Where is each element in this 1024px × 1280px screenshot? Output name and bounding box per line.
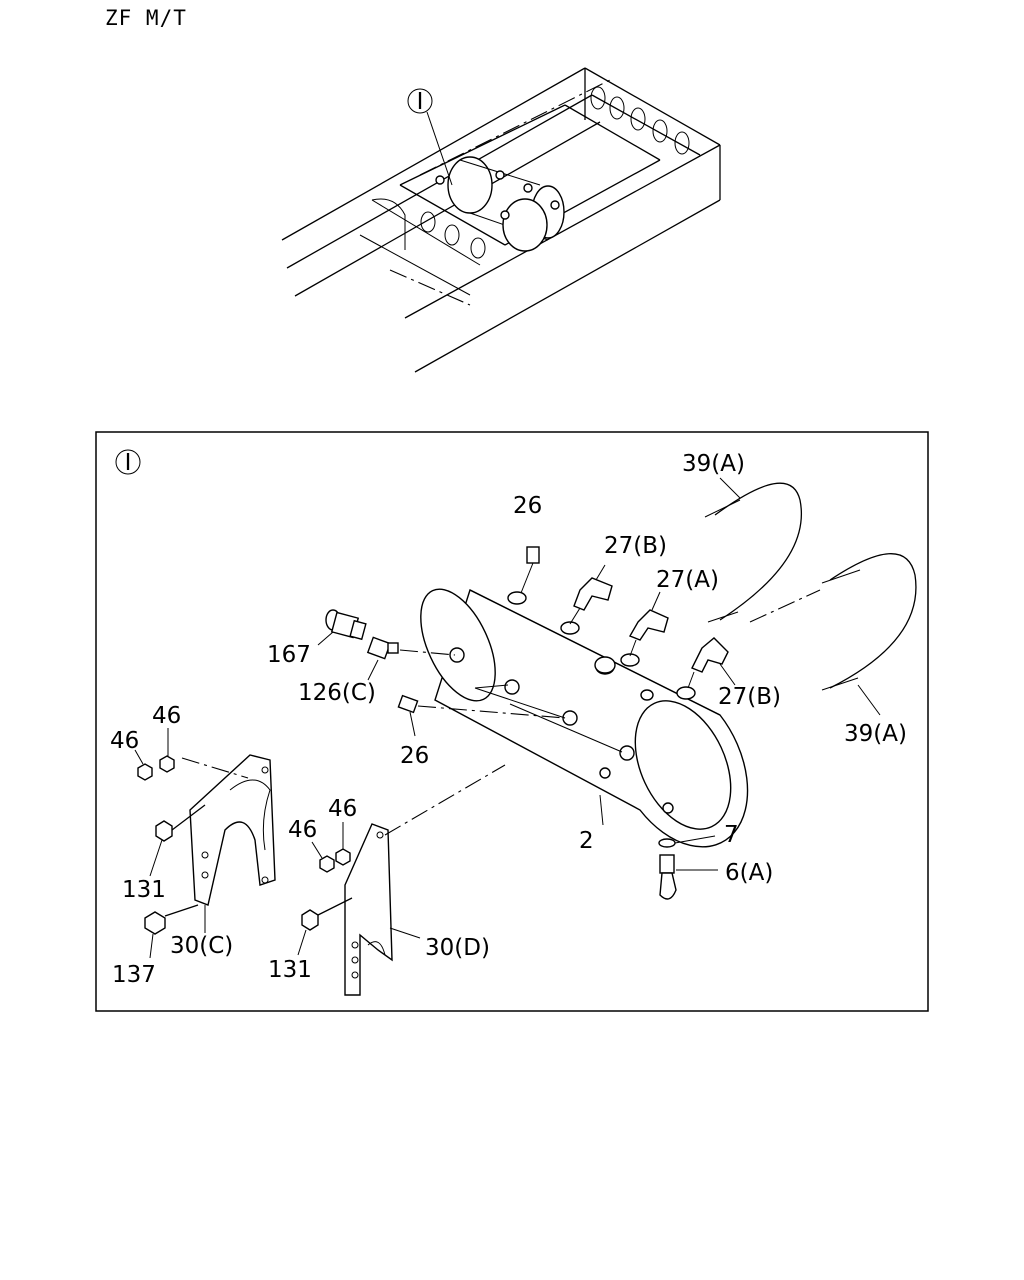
- nut-131-b: [301, 909, 319, 931]
- hose-39a-right: [829, 553, 917, 689]
- callout-46-b: 46: [152, 703, 181, 729]
- plug-26-bottom: [397, 694, 419, 714]
- callout-27b-top: 27(B): [604, 533, 667, 559]
- callout-39a-right: 39(A): [844, 721, 907, 747]
- bracket-30d: [344, 764, 506, 996]
- callout-30c: 30(C): [170, 933, 233, 959]
- callout-46-c: 46: [288, 817, 317, 843]
- air-tank: [420, 588, 749, 848]
- nut-131-a: [155, 820, 173, 842]
- drain-cock-6a: [659, 854, 718, 900]
- elbow-27b-top: [573, 577, 613, 611]
- detail-frame: [95, 431, 929, 1012]
- nut-46-a: [137, 763, 153, 781]
- callout-46-d: 46: [328, 796, 357, 822]
- elbow-27b-right: [691, 637, 729, 673]
- callout-27b-right: 27(B): [718, 684, 781, 710]
- page-title: ZF M/T: [105, 6, 187, 30]
- bolt-137: [144, 911, 166, 935]
- callout-39a-top: 39(A): [682, 451, 745, 477]
- overview-marker-label: I: [417, 89, 424, 115]
- nut-46-b: [159, 755, 175, 773]
- bracket-30c: [181, 754, 276, 906]
- callout-137: 137: [112, 962, 156, 988]
- callout-131-a: 131: [122, 877, 166, 903]
- elbow-27a: [628, 609, 669, 641]
- plug-26-top: [526, 546, 540, 564]
- pressure-switch-167: [317, 609, 367, 646]
- hose-39a-top: [714, 482, 802, 621]
- callout-167: 167: [267, 642, 311, 668]
- chassis-overview: I: [281, 67, 721, 373]
- callout-6a: 6(A): [725, 860, 773, 886]
- center-plug: [594, 656, 616, 674]
- callout-27a: 27(A): [656, 567, 719, 593]
- callout-131-b: 131: [268, 957, 312, 983]
- connector-126c: [366, 636, 456, 681]
- callout-26-bottom: 26: [400, 743, 429, 769]
- washer-7: [658, 838, 676, 848]
- callout-46-a: 46: [110, 728, 139, 754]
- callout-126c: 126(C): [298, 680, 376, 706]
- nut-46-c: [319, 855, 335, 873]
- callout-7: 7: [724, 822, 739, 848]
- callout-2: 2: [579, 828, 594, 854]
- callout-30d: 30(D): [425, 935, 490, 961]
- callout-26-top: 26: [513, 493, 542, 519]
- nut-46-d: [335, 848, 351, 866]
- detail-marker-label: I: [125, 450, 132, 476]
- detail-marker: [115, 449, 141, 475]
